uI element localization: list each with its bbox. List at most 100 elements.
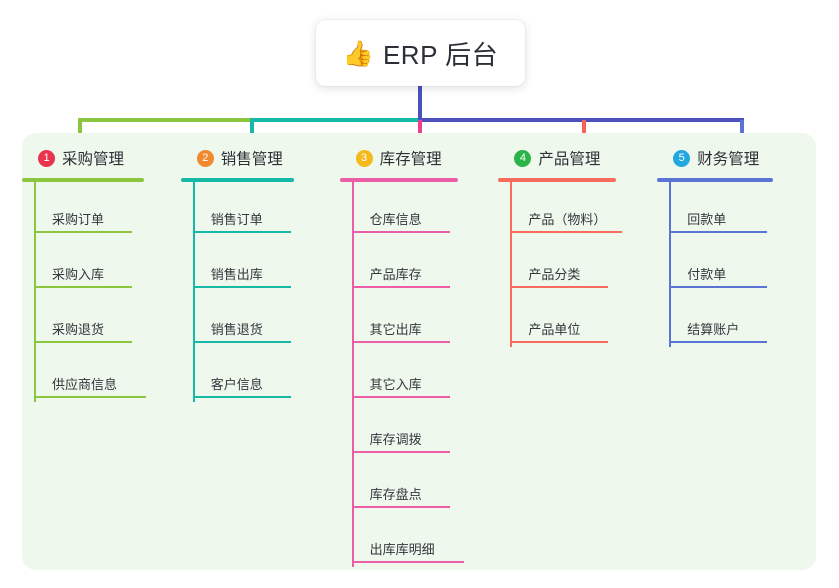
branch-header-underline xyxy=(498,178,617,182)
branch-item[interactable]: 库存盘点 xyxy=(340,457,499,512)
branch-number-badge: 1 xyxy=(38,149,55,167)
branch-title: 销售管理 xyxy=(220,151,283,168)
branch-item-list: 回款单付款单结算账户 xyxy=(657,182,816,347)
branch-item-list: 仓库信息产品库存其它出库其它入库库存调拨库存盘点出库库明细 xyxy=(340,182,499,567)
branch-header-4[interactable]: 4 产品管理 xyxy=(498,145,657,171)
branch-item-underline xyxy=(351,286,450,288)
branch-item-underline xyxy=(669,286,768,288)
branch-item[interactable]: 付款单 xyxy=(657,237,816,292)
branch-item-label: 销售出库 xyxy=(210,267,263,282)
branch-column-2: 2 销售管理销售订单销售出库销售退货客户信息 xyxy=(180,133,340,402)
branch-item-label: 产品单位 xyxy=(528,322,581,337)
branch-header-underline xyxy=(657,178,774,182)
branch-item[interactable]: 产品分类 xyxy=(498,237,657,292)
branch-item-underline xyxy=(669,231,768,233)
branch-item-underline xyxy=(351,561,464,563)
branch-header-3[interactable]: 3 库存管理 xyxy=(340,145,499,171)
branch-spine xyxy=(34,182,36,402)
branch-header-underline xyxy=(180,178,294,182)
branch-spine xyxy=(351,182,354,567)
branch-header-2[interactable]: 2 销售管理 xyxy=(181,145,340,171)
branch-header-5[interactable]: 5 财务管理 xyxy=(657,145,816,171)
branch-item-underline xyxy=(34,396,146,398)
branch-item-label: 客户信息 xyxy=(210,377,263,392)
branch-number-badge: 2 xyxy=(196,149,214,167)
branch-item-list: 采购订单采购入库采购退货供应商信息 xyxy=(22,182,181,402)
branch-spine xyxy=(192,182,195,402)
root-node-card[interactable]: 👍 ERP 后台 xyxy=(316,20,525,86)
branch-item-underline xyxy=(192,341,291,343)
root-node-title: ERP 后台 xyxy=(382,39,499,70)
thumbs-up-icon: 👍 xyxy=(342,39,374,68)
branch-item[interactable]: 采购退货 xyxy=(22,292,181,347)
branch-item[interactable]: 采购订单 xyxy=(22,182,181,237)
branch-column-1: 1 采购管理采购订单采购入库采购退货供应商信息 xyxy=(22,133,181,402)
branch-item[interactable]: 客户信息 xyxy=(181,347,340,402)
branch-title: 产品管理 xyxy=(538,151,601,168)
branch-spine xyxy=(669,182,672,347)
branch-item-underline xyxy=(351,506,450,508)
branch-item-label: 其它出库 xyxy=(369,322,422,337)
branch-item-label: 销售订单 xyxy=(210,212,263,227)
branch-item[interactable]: 产品库存 xyxy=(340,237,499,292)
branch-item-list: 产品（物料） 产品分类产品单位 xyxy=(498,182,657,347)
branch-item-label: 销售退货 xyxy=(210,322,263,337)
branch-item-label: 产品分类 xyxy=(528,267,581,282)
branch-item-label: 产品库存 xyxy=(369,267,422,282)
branch-item-label: 采购订单 xyxy=(52,212,105,227)
branch-item-underline xyxy=(351,341,450,343)
branch-item-underline xyxy=(34,231,132,233)
branch-column-4: 4 产品管理产品（物料） 产品分类产品单位 xyxy=(498,133,657,347)
branch-item[interactable]: 销售出库 xyxy=(181,237,340,292)
branch-item-label: 库存盘点 xyxy=(369,487,422,502)
branch-item[interactable]: 其它出库 xyxy=(340,292,499,347)
branch-item-label: 库存调拨 xyxy=(369,432,422,447)
branch-item-label: 供应商信息 xyxy=(52,377,118,392)
branch-item[interactable]: 销售退货 xyxy=(181,292,340,347)
branch-item-label: 出库库明细 xyxy=(369,542,435,557)
branch-column-3: 3 库存管理仓库信息产品库存其它出库其它入库库存调拨库存盘点出库库明细 xyxy=(339,133,499,567)
branch-item-label: 采购退货 xyxy=(52,322,105,337)
branch-item-underline xyxy=(192,396,291,398)
branch-item[interactable]: 产品单位 xyxy=(498,292,657,347)
branch-number-badge: 5 xyxy=(673,149,691,167)
branch-item-underline xyxy=(510,231,623,233)
branch-item-label: 结算账户 xyxy=(687,322,740,337)
branch-number-badge: 4 xyxy=(514,149,532,167)
branch-item[interactable]: 仓库信息 xyxy=(340,182,499,237)
branch-item[interactable]: 回款单 xyxy=(657,182,816,237)
branch-header-1[interactable]: 1 采购管理 xyxy=(22,145,181,171)
branch-item-label: 回款单 xyxy=(687,212,727,227)
branch-item-underline xyxy=(510,286,609,288)
branch-item-underline xyxy=(351,451,450,453)
branch-title: 库存管理 xyxy=(379,151,442,168)
branch-item[interactable]: 库存调拨 xyxy=(340,402,499,457)
branch-item[interactable]: 产品（物料） xyxy=(498,182,657,237)
branch-item-underline xyxy=(192,231,291,233)
branch-item-list: 销售订单销售出库销售退货客户信息 xyxy=(181,182,340,402)
branch-item-label: 其它入库 xyxy=(369,377,422,392)
branch-item[interactable]: 结算账户 xyxy=(657,292,816,347)
branch-item-label: 采购入库 xyxy=(52,267,105,282)
branch-column-5: 5 财务管理回款单付款单结算账户 xyxy=(657,133,816,347)
branch-item-underline xyxy=(351,396,450,398)
branch-item-underline xyxy=(351,231,450,233)
branches-panel xyxy=(22,133,816,570)
branch-item-label: 产品（物料） xyxy=(528,212,607,227)
branch-item[interactable]: 采购入库 xyxy=(22,237,181,292)
branch-title: 采购管理 xyxy=(62,151,125,168)
branch-item-underline xyxy=(34,341,132,343)
branch-item-underline xyxy=(34,286,132,288)
branch-item[interactable]: 出库库明细 xyxy=(340,512,499,567)
branch-columns: 1 采购管理采购订单采购入库采购退货供应商信息 2 销售管理销售订单销售出库销售退货客… xyxy=(22,133,816,570)
branch-number-badge: 3 xyxy=(355,149,373,167)
branch-item[interactable]: 供应商信息 xyxy=(22,347,181,402)
branch-item[interactable]: 销售订单 xyxy=(181,182,340,237)
branch-item[interactable]: 其它入库 xyxy=(340,347,499,402)
branch-header-underline xyxy=(22,178,144,182)
branch-title: 财务管理 xyxy=(697,151,760,168)
branch-item-underline xyxy=(510,341,609,343)
branch-item-label: 付款单 xyxy=(687,267,727,282)
branch-item-underline xyxy=(669,341,768,343)
